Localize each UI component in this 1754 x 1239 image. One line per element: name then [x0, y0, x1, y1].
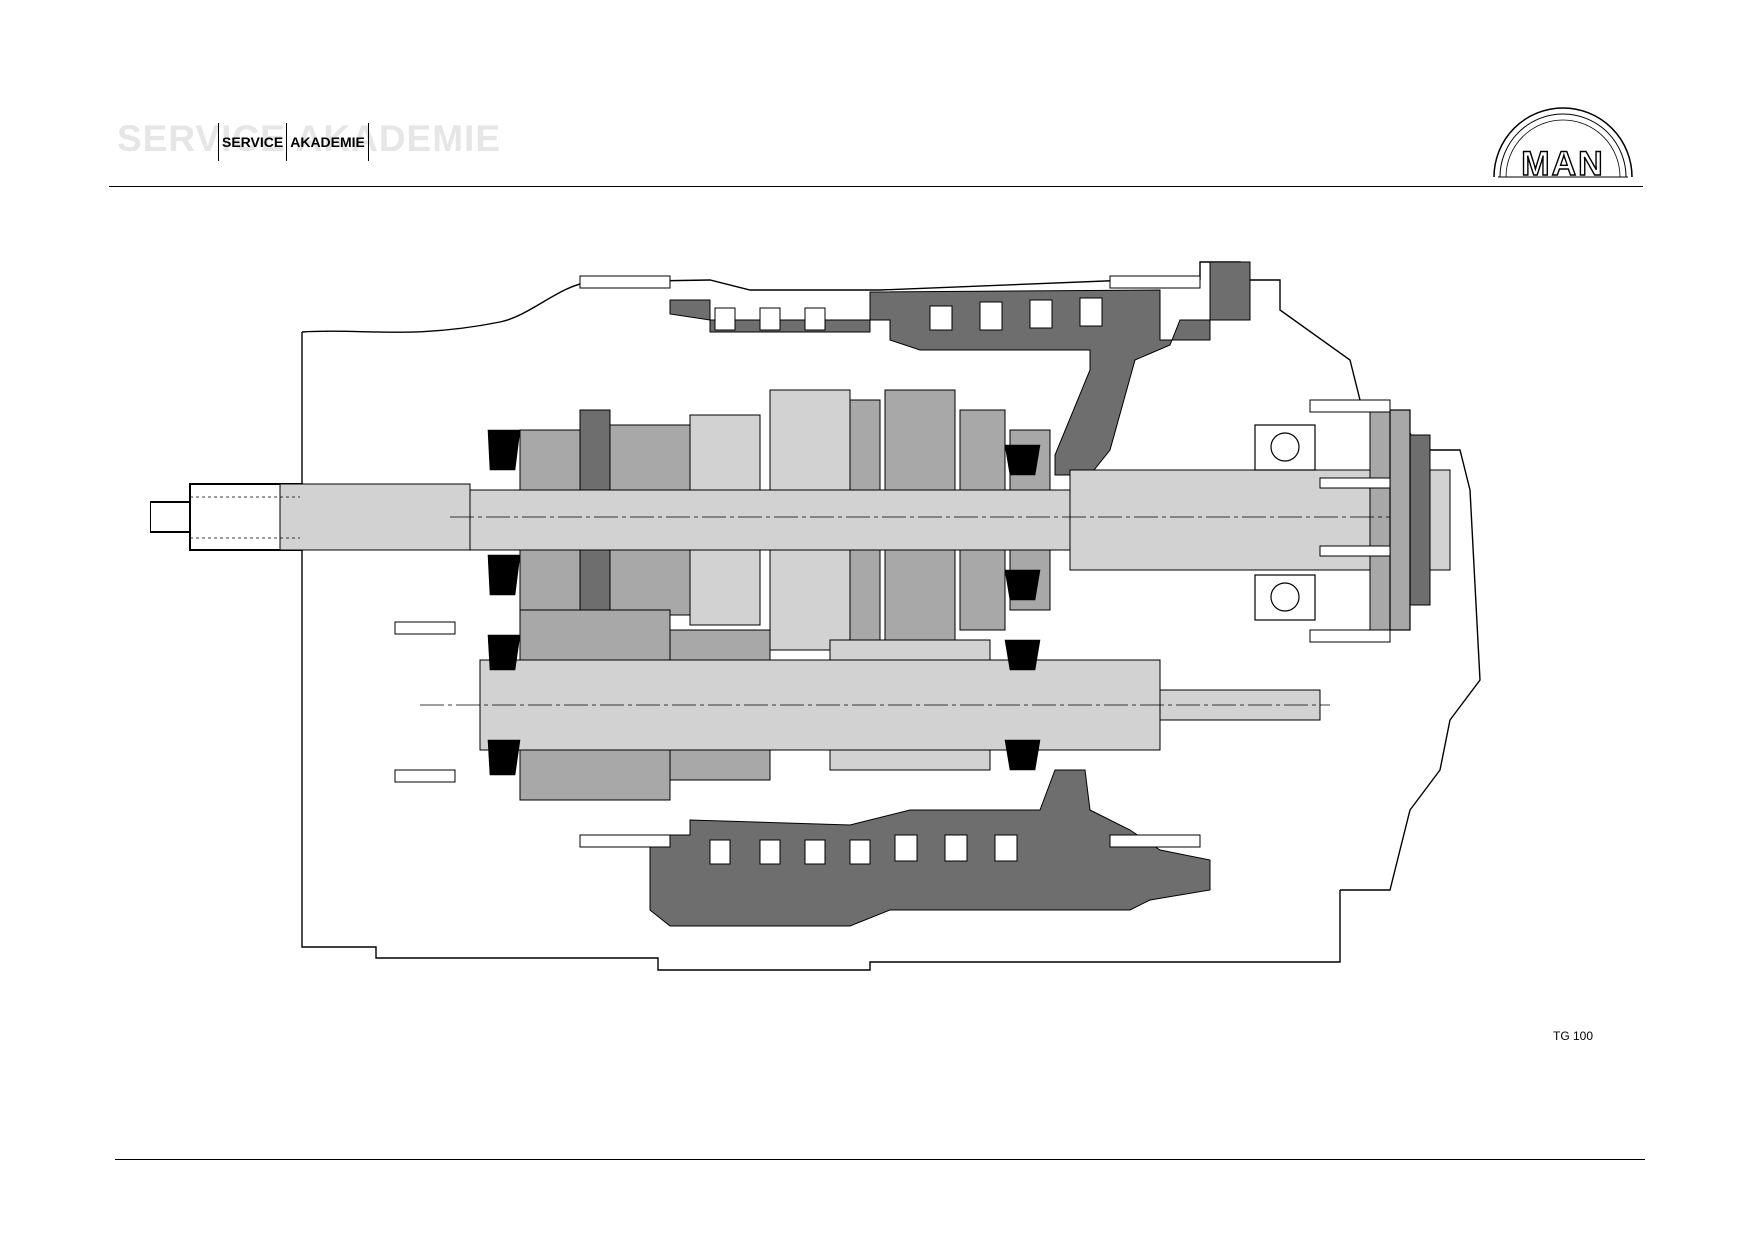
- man-logo-text: MAN: [1521, 145, 1604, 181]
- header-separator-middle: [286, 123, 288, 161]
- header-separator-left: [218, 123, 219, 161]
- header-rule: [109, 186, 1643, 187]
- header-watermark: SERVICE AKADEMIE: [117, 118, 502, 159]
- gearbox-cross-section-icon: [150, 261, 1481, 971]
- header-separator-right: [367, 123, 369, 161]
- header-label: SERVICE AKADEMIE: [218, 123, 369, 161]
- drawing-code: TG 100: [1553, 1029, 1594, 1043]
- footer-rule: [115, 1159, 1645, 1160]
- man-logo-icon: MAN: [1493, 107, 1633, 181]
- header-label-word-akademie: AKADEMIE: [290, 134, 365, 150]
- header-label-word-service: SERVICE: [222, 134, 284, 150]
